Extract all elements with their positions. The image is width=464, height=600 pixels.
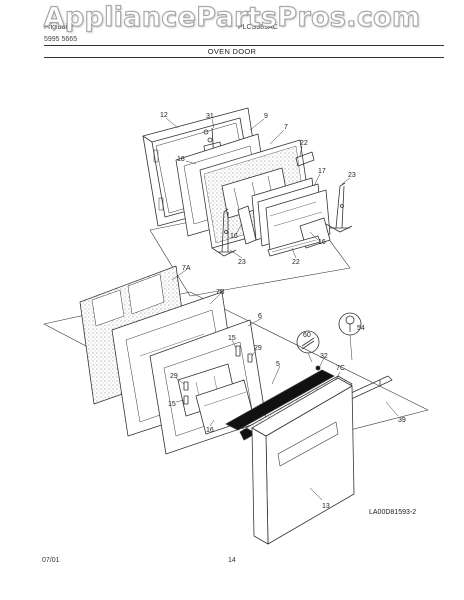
callout-29-upper: 29 xyxy=(254,345,262,352)
part-15-bracket-upper xyxy=(235,345,241,357)
callout-18: 18 xyxy=(177,156,185,163)
callout-7: 7 xyxy=(284,124,288,131)
callout-9: 9 xyxy=(264,113,268,120)
callout-39: 39 xyxy=(398,417,406,424)
callout-22-lower: 22 xyxy=(292,259,300,266)
callout-7a: 7A xyxy=(182,265,191,272)
leader-60 xyxy=(307,352,313,363)
section-title: OVEN DOOR xyxy=(207,47,257,56)
callout-7c: 7C xyxy=(336,365,345,372)
leader-54 xyxy=(349,334,353,361)
callout-13: 13 xyxy=(322,503,330,510)
footer-date: 07/01 xyxy=(42,557,60,564)
callout-22-upper: 22 xyxy=(300,140,308,147)
callout-16-upper-left: 16 xyxy=(230,233,238,240)
diagram-code: LA00D81593-2 xyxy=(369,509,417,516)
callout-7b: 7B xyxy=(216,289,225,296)
callout-31: 31 xyxy=(206,113,214,120)
callout-29-lower: 29 xyxy=(170,373,178,380)
callout-leaders xyxy=(165,117,399,501)
callout-23-right: 23 xyxy=(348,172,356,179)
callout-16-upper-right: 16 xyxy=(318,239,326,246)
callout-6: 6 xyxy=(258,313,262,320)
watermark: AppliancePartsPros.com xyxy=(43,1,421,33)
callout-15-lower: 15 xyxy=(168,401,176,408)
callout-16-lower: 16 xyxy=(206,427,214,434)
callout-23-left: 23 xyxy=(238,259,246,266)
callout-32: 32 xyxy=(320,353,328,360)
callout-54: 54 xyxy=(357,325,365,332)
part-22-lower-strip xyxy=(267,235,321,257)
part-23-hinge-left xyxy=(211,208,237,257)
callout-12: 12 xyxy=(160,112,168,119)
header-rule-top xyxy=(44,45,444,46)
model-number-label: PLCS389AC xyxy=(238,24,278,31)
callout-15-upper: 15 xyxy=(228,335,236,342)
part-29-clip-upper xyxy=(247,353,253,363)
part-23-hinge-right xyxy=(325,182,353,233)
callout-5: 5 xyxy=(276,361,280,368)
header-rule-bottom xyxy=(44,57,444,58)
callout-labels: 12 31 9 7 18 22 17 23 16 23 22 16 7A 7B … xyxy=(160,112,406,510)
part-32-fastener xyxy=(315,365,321,371)
model-codes-label: 5995 5665 xyxy=(44,36,78,43)
footer-page-number: 14 xyxy=(228,557,236,564)
part-29-clip-lower xyxy=(183,381,189,391)
part-13-outer-door xyxy=(251,377,355,545)
callout-17: 17 xyxy=(318,168,326,175)
part-22-upper-strip xyxy=(295,151,315,167)
brand-label: Frigidaire xyxy=(44,24,74,31)
callout-60: 60 xyxy=(303,332,311,339)
